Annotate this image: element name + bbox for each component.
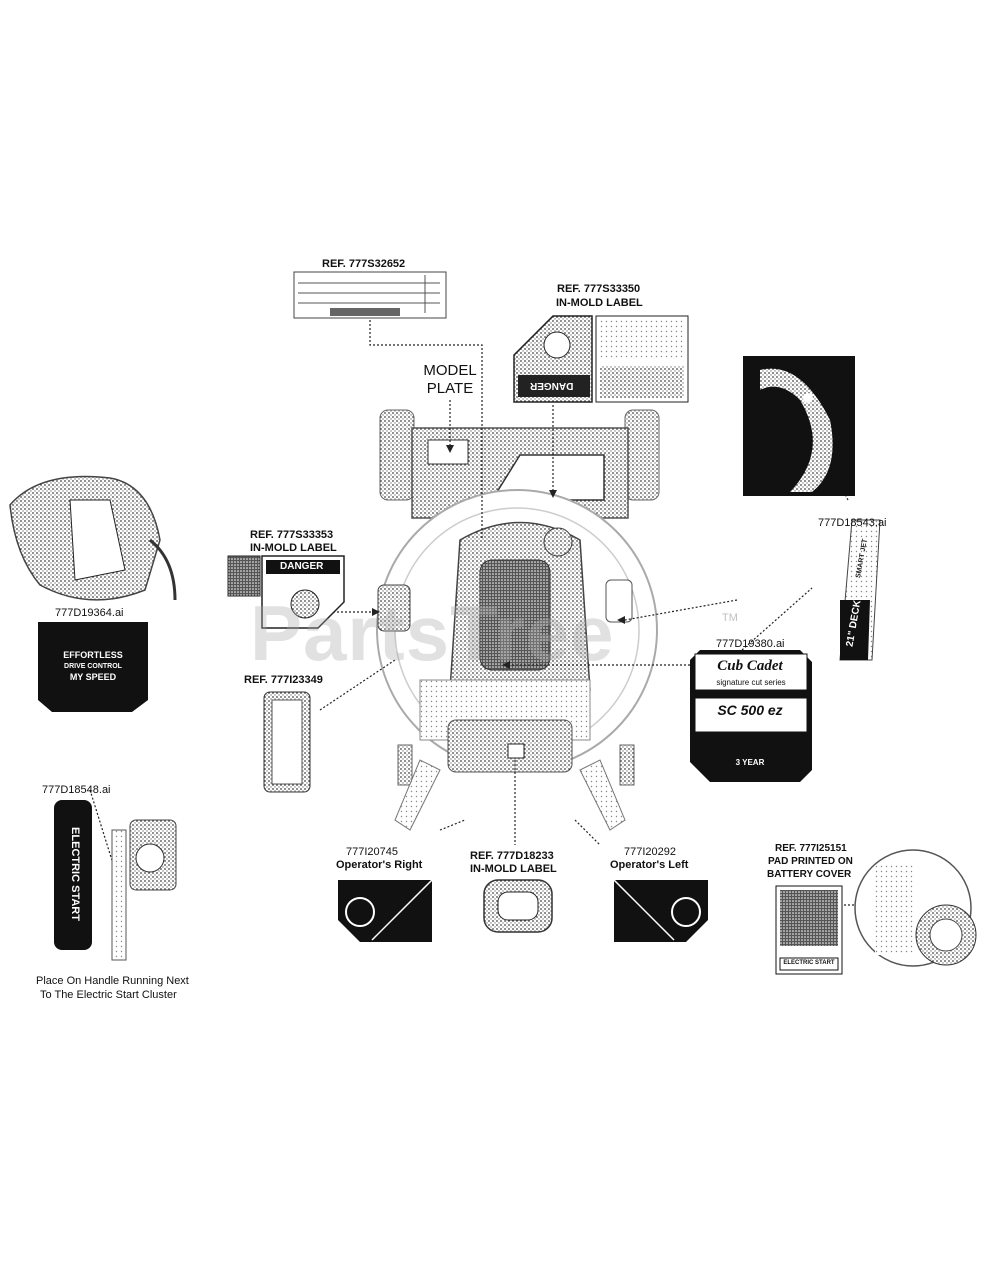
label-ref-777s33353: REF. 777S33353 [250, 529, 334, 541]
label-note-line-1: Place On Handle Running Next [36, 975, 189, 987]
label-model-plate: MODEL PLATE [420, 362, 480, 398]
label-op-left-part: 777I20292 [624, 846, 676, 858]
decal-cub-series: signature cut series [716, 678, 786, 687]
decal-operators-left [613, 879, 708, 942]
model-plate-line-2: PLATE [426, 380, 474, 397]
label-in-mold-33353: IN-MOLD LABEL [250, 542, 337, 554]
decal-electric-start-strip [54, 800, 177, 961]
decal-danger-text: DANGER [280, 561, 324, 572]
label-ref-777s32652: REF. 777S32652 [322, 258, 406, 270]
decal-777i23349 [263, 691, 311, 793]
label-file-777d19380: 777D19380.ai [716, 638, 785, 650]
label-ref-777d18233: REF. 777D18233 [470, 850, 554, 862]
decal-777s32652 [293, 271, 447, 319]
decal-cub-warranty: 3 YEAR [735, 758, 765, 767]
label-note-line-2: To The Electric Start Cluster [40, 989, 177, 1001]
watermark: PartsTree [250, 589, 615, 677]
arrowheads [372, 445, 625, 669]
decal-effortless-text: EFFORTLESS DRIVE CONTROL MY SPEED [40, 650, 146, 683]
label-pad-printed: PAD PRINTED ON [768, 856, 853, 867]
decal-effortless-drive [38, 622, 148, 712]
decal-electric-start-text: ELECTRIC START [69, 827, 81, 921]
mower-body [376, 409, 660, 831]
decal-operators-right [338, 879, 433, 942]
label-in-mold-33350: IN-MOLD LABEL [556, 297, 643, 309]
decal-777d18233 [483, 879, 553, 933]
handle-drive-control-picture [9, 475, 177, 601]
label-op-right-part: 777I20745 [346, 846, 398, 858]
watermark-tm: TM [722, 612, 738, 624]
label-file-777d18543: 777D18543.ai [818, 517, 887, 529]
label-ref-777i25151: REF. 777I25151 [775, 843, 847, 854]
decal-777s33350 [513, 315, 689, 403]
effortless-line-1: EFFORTLESS [63, 650, 123, 660]
decal-777s33353 [227, 555, 345, 629]
effortless-line-3: MY SPEED [69, 672, 117, 682]
label-file-777d18548: 777D18548.ai [42, 784, 111, 796]
decal-danger-inverted-text: DANGER [530, 380, 574, 391]
label-ref-777i23349: REF. 777I23349 [244, 674, 323, 686]
label-file-777d19364: 777D19364.ai [55, 607, 124, 619]
label-op-right: Operator's Right [336, 859, 423, 871]
label-battery-cover: BATTERY COVER [767, 869, 852, 880]
label-in-mold-18233: IN-MOLD LABEL [470, 863, 557, 875]
decal-electric-start-small: ELECTRIC START [783, 960, 835, 966]
decal-cub-model: SC 500 ez [717, 702, 783, 718]
model-plate-line-1: MODEL [423, 362, 477, 379]
label-ref-777s33350: REF. 777S33350 [557, 283, 641, 295]
effortless-line-2: DRIVE CONTROL [64, 663, 122, 670]
decal-cub-cadet [690, 650, 812, 782]
decal-21-deck [839, 519, 881, 661]
decal-battery-cover [775, 849, 977, 975]
photo-handle-closeup [743, 356, 855, 496]
decal-cub-brand: Cub Cadet [717, 658, 783, 674]
label-op-left: Operator's Left [610, 859, 689, 871]
